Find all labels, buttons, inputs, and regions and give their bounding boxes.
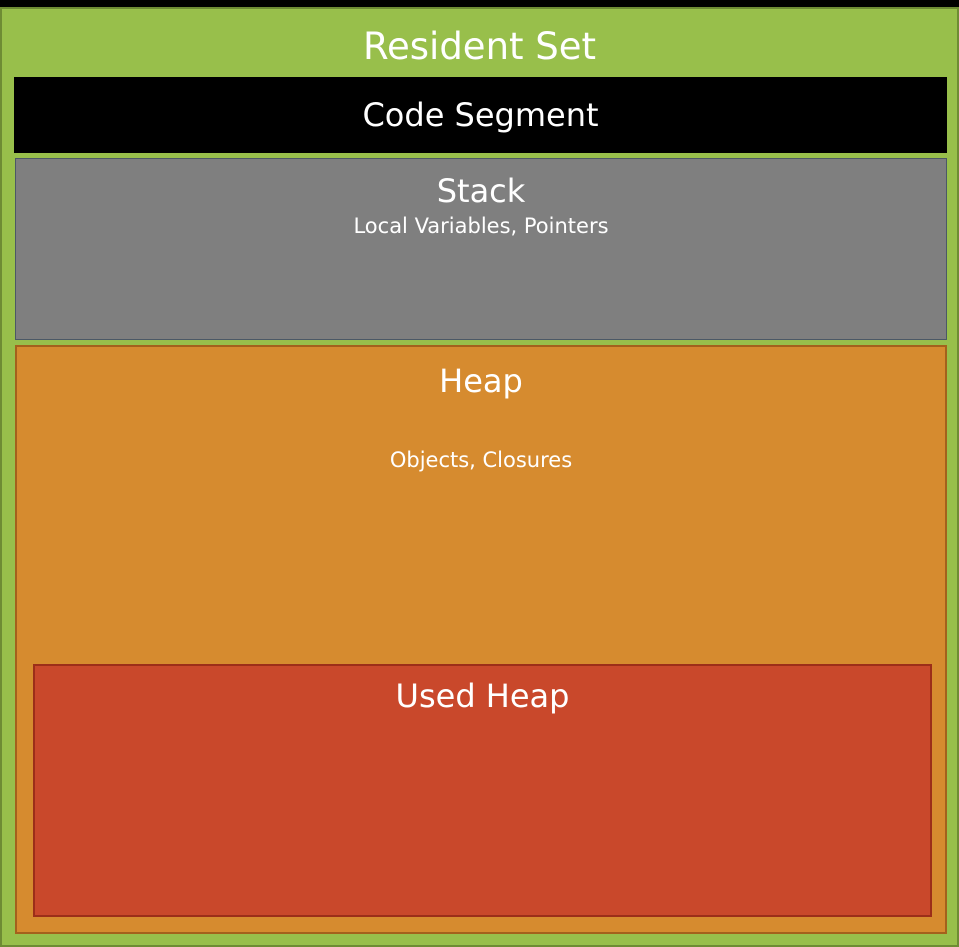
heap-box: Heap Objects, Closures Used Heap xyxy=(15,345,947,934)
code-segment-label: Code Segment xyxy=(362,96,599,134)
resident-set-label: Resident Set xyxy=(362,25,597,68)
used-heap-label: Used Heap xyxy=(395,677,570,715)
resident-set-box: Resident Set Code Segment Stack Local Va… xyxy=(0,7,959,947)
used-heap-box: Used Heap xyxy=(33,664,932,917)
stack-description: Local Variables, Pointers xyxy=(353,214,609,238)
stack-label: Stack xyxy=(436,172,526,210)
stack-box: Stack Local Variables, Pointers xyxy=(15,158,947,340)
heap-description: Objects, Closures xyxy=(389,448,573,472)
code-segment-box: Code Segment xyxy=(14,77,947,153)
heap-label: Heap xyxy=(439,362,523,400)
